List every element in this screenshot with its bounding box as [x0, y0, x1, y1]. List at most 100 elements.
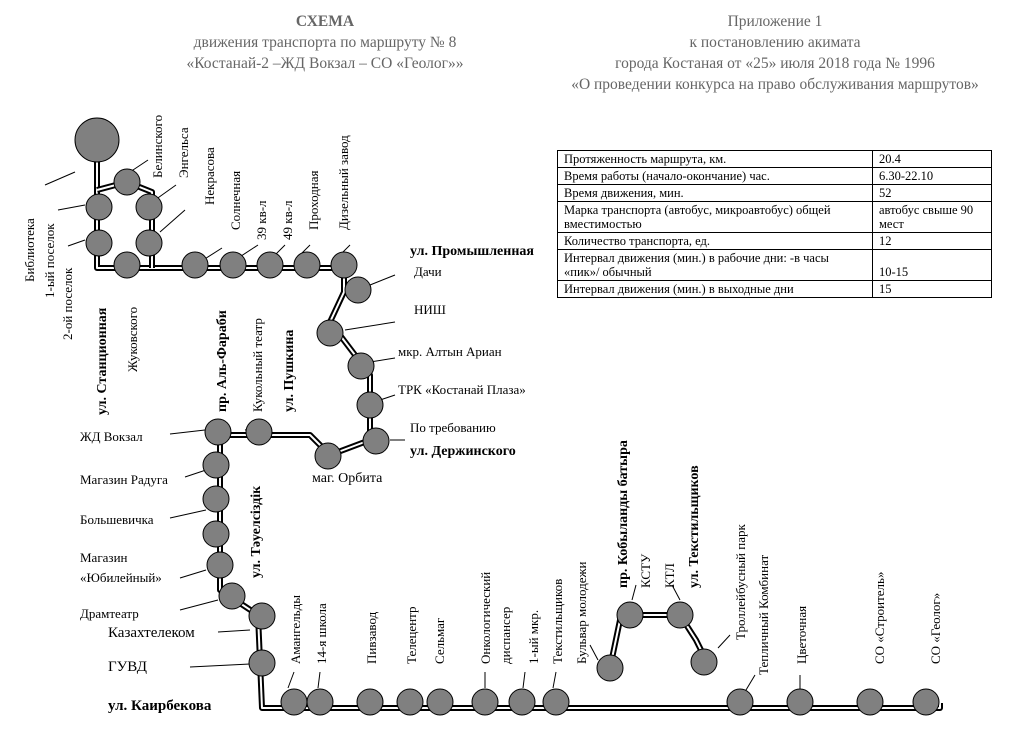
label-amangeldy: Амангельды — [288, 595, 303, 664]
label-pivzavod: Пивзавод — [364, 611, 379, 664]
stop-selmag — [426, 688, 454, 716]
appendix-line-4: «О проведении конкурса на право обслужив… — [571, 76, 979, 93]
stop-39-kv — [256, 251, 284, 279]
stop-belinskogo — [113, 168, 141, 196]
street-tauelsizdik: ул. Тәуелсіздік — [249, 485, 264, 578]
label-nekrasova: Некрасова — [202, 147, 217, 205]
label-39-kv: 39 кв-л — [254, 200, 269, 240]
labels-vertical: Библиотека 1-ый поселок 2-ой поселок Бел… — [22, 115, 351, 578]
stop-geolog — [912, 688, 940, 716]
appendix-line-1: Приложение 1 — [727, 13, 823, 30]
label-altyn: мкр. Алтын Ариан — [398, 344, 502, 359]
scheme-subtitle-2: «Костанай-2 –ЖД Вокзал – СО «Геолог»» — [186, 55, 464, 72]
stop-bolshevichka — [202, 485, 230, 513]
label-dramteatr: Драмтеатр — [80, 606, 139, 621]
label-engelsa: Энгельса — [176, 127, 191, 178]
label-onko-2: диспансер — [498, 607, 513, 664]
stop-bulvar — [596, 654, 624, 682]
route-track-inner — [96, 148, 941, 709]
label-belinskogo: Белинского — [150, 115, 165, 178]
stop-solnechnaya — [219, 251, 247, 279]
label-trk: ТРК «Костанай Плаза» — [398, 382, 526, 397]
label-ktl: КТЛ — [662, 563, 677, 588]
stop-po-treb — [362, 427, 390, 455]
stop-biblioteka — [74, 117, 120, 163]
label-stroitel: СО «Строитель» — [872, 572, 887, 664]
row-label: Интервал движения (мин.) в выходные дни — [557, 280, 873, 298]
header-left: СХЕМА движения транспорта по маршруту № … — [125, 11, 525, 74]
label-kstu: КСТУ — [638, 553, 653, 588]
label-tekstilshchikov: Текстильщиков — [550, 579, 565, 664]
label-prokhodnaya: Проходная — [306, 170, 321, 230]
label-yubileyny-1: Магазин — [80, 550, 128, 565]
row-value: 20.4 — [872, 150, 992, 168]
stop-tsvetochnaya — [786, 688, 814, 716]
label-raduga: Магазин Радуга — [80, 472, 168, 487]
label-orbita: маг. Орбита — [312, 471, 383, 486]
stop-49-kv — [293, 251, 321, 279]
stop-yubileyny — [202, 520, 230, 548]
stop-trolleybus — [690, 648, 718, 676]
stop-kazakhtelecom — [248, 602, 276, 630]
stop-ktl — [666, 601, 694, 629]
stop-tekstilshchikov — [542, 688, 570, 716]
label-trolleybus: Троллейбусный парк — [733, 524, 748, 640]
table-row: Интервал движения (мин.) в рабочие дни: … — [557, 249, 992, 281]
street-pushkina: ул. Пушкина — [282, 330, 297, 412]
stop-zhd — [204, 418, 232, 446]
label-1-mkr: 1-ый мкр. — [526, 610, 541, 664]
header-right: Приложение 1 к постановлению акимата гор… — [505, 11, 1024, 95]
label-nish: НИШ — [414, 302, 446, 317]
route-info-table: Протяженность маршрута, км.20.4 Время ра… — [557, 150, 992, 298]
street-tekstilshchikov: ул. Текстильщиков — [687, 465, 702, 588]
stop-dizelny — [330, 251, 358, 279]
stop-nish — [316, 319, 344, 347]
stop-engelsa — [135, 193, 163, 221]
row-label: Марка транспорта (автобус, микроавтобус)… — [557, 201, 873, 233]
label-dizelny: Дизельный завод — [336, 135, 351, 230]
stop-2-poselok — [85, 229, 113, 257]
label-po-treb: По требованию — [410, 420, 496, 435]
stop-pivzavod — [356, 688, 384, 716]
table-row: Количество транспорта, ед.12 — [557, 232, 992, 250]
scheme-subtitle-1: движения транспорта по маршруту № 8 — [193, 34, 457, 51]
label-kukolny: Кукольный театр — [250, 318, 265, 412]
table-row: Марка транспорта (автобус, микроавтобус)… — [557, 201, 992, 233]
stop-orbita — [314, 442, 342, 470]
stop-teplichny — [726, 688, 754, 716]
label-zhukovskogo: Жуковского — [125, 307, 140, 372]
row-value: 10-15 — [872, 249, 992, 281]
label-49-kv: 49 кв-л — [280, 200, 295, 240]
label-bulvar: Бульвар молодежи — [574, 561, 589, 664]
scheme-title: СХЕМА — [295, 13, 355, 30]
stop-kstu — [616, 601, 644, 629]
label-geolog: СО «Геолог» — [928, 593, 943, 664]
labels-horizontal: ул. Промышленная Дачи НИШ мкр. Алтын Ари… — [80, 244, 534, 714]
labels-bottom: Амангельды 14-я школа Пивзавод Телецентр… — [288, 440, 943, 675]
label-telecentr: Телецентр — [404, 607, 419, 665]
street-derzhinskogo: ул. Держинского — [410, 444, 516, 459]
stop-telecentr — [396, 688, 424, 716]
stop-amangeldy — [280, 688, 308, 716]
stop-nekrasova — [181, 251, 209, 279]
stop-dachi — [344, 276, 372, 304]
stop-stroitel — [856, 688, 884, 716]
label-kazakhtelecom: Казахтелеком — [108, 625, 195, 641]
label-biblioteka: Библиотека — [22, 218, 37, 282]
table-row: Время движения, мин.52 — [557, 184, 992, 202]
label-guvd: ГУВД — [108, 659, 147, 675]
appendix-line-3: города Костаная от «25» июля 2018 года №… — [615, 55, 935, 72]
appendix-line-2: к постановлению акимата — [689, 34, 861, 51]
label-2-poselok: 2-ой поселок — [60, 267, 75, 340]
stop-onko — [471, 688, 499, 716]
street-stantsionnaya: ул. Станционная — [95, 307, 110, 415]
label-zhd: ЖД Вокзал — [80, 429, 143, 444]
street-kairbekova: ул. Каирбекова — [108, 698, 212, 714]
row-label: Количество транспорта, ед. — [557, 232, 873, 250]
label-solnechnaya: Солнечная — [228, 171, 243, 230]
street-al-farabi: пр. Аль-Фараби — [215, 310, 230, 412]
stop-guvd — [248, 649, 276, 677]
label-onko-1: Онкологический — [478, 572, 493, 664]
